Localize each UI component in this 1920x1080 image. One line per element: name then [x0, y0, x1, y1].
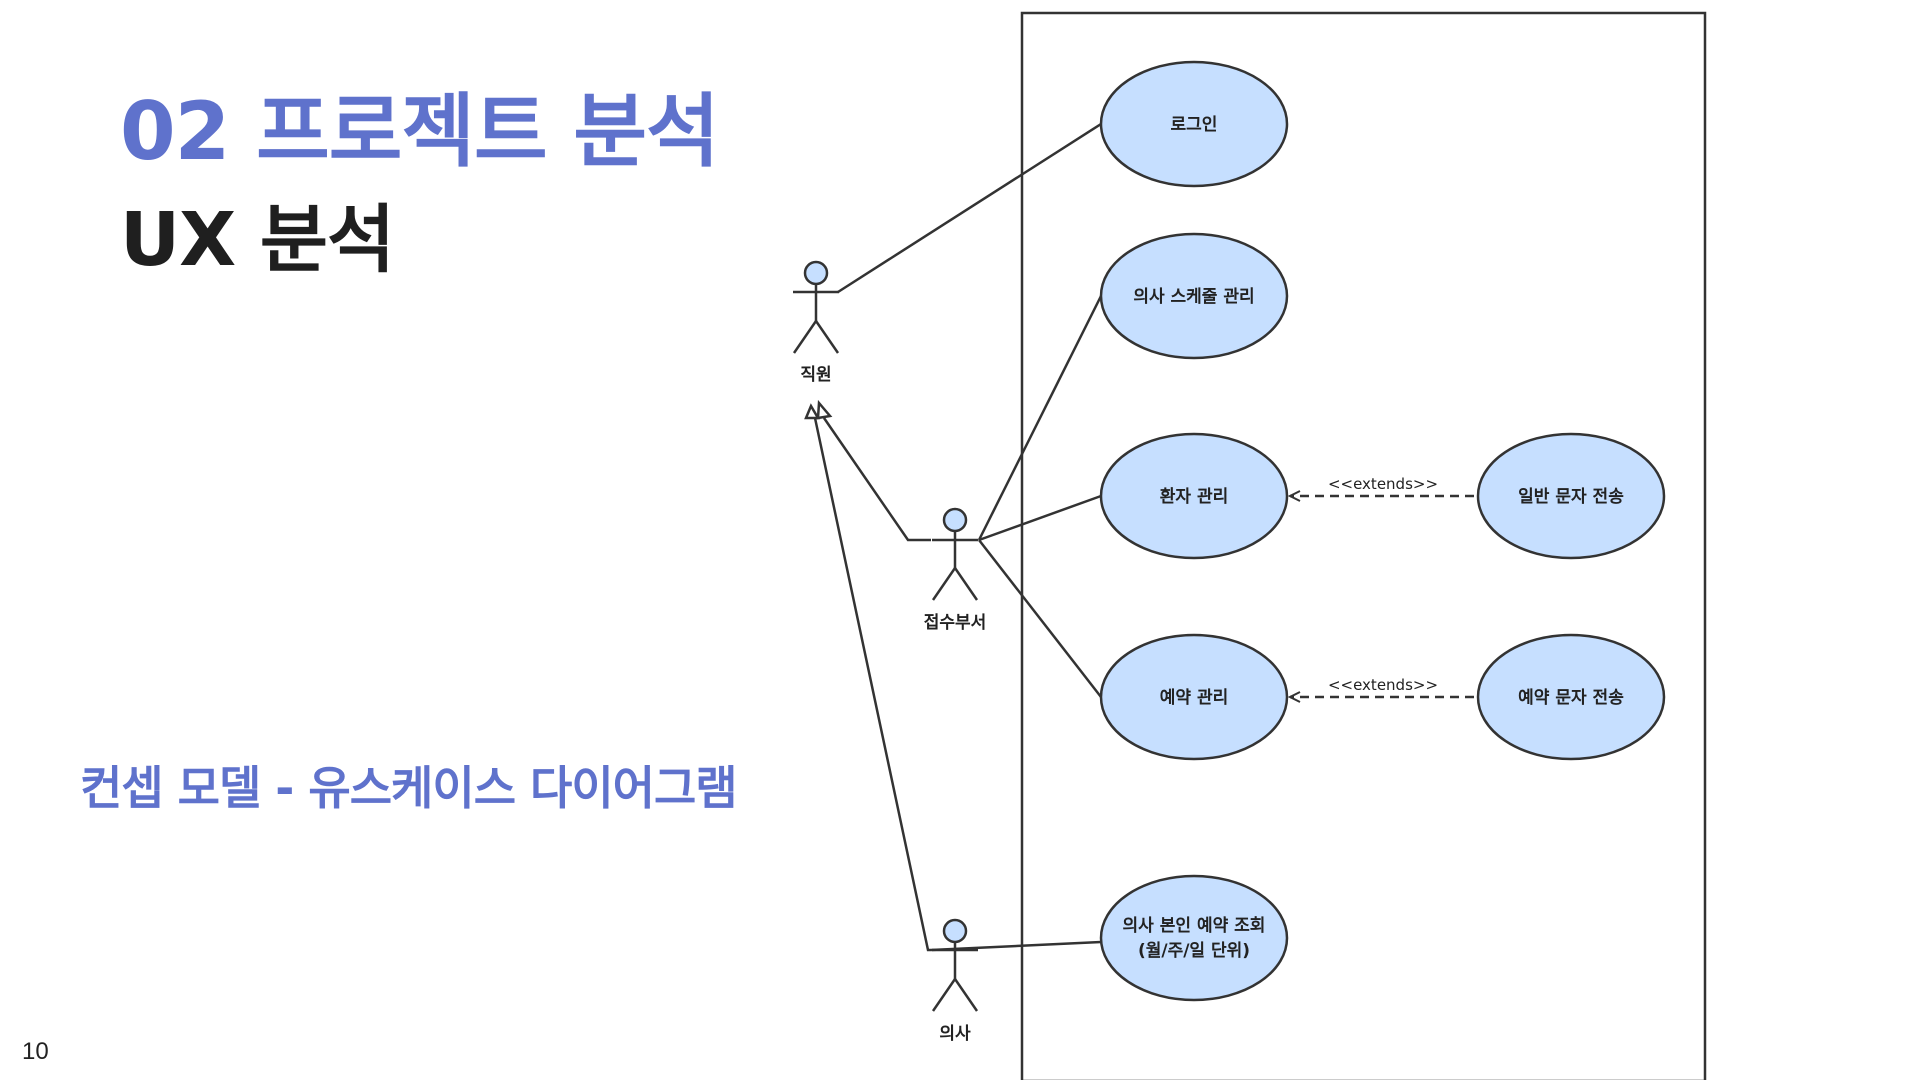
association-reception-patient — [978, 494, 1102, 542]
actor-label-staff: 직원 — [800, 365, 831, 385]
use-case-general-sms: 일반 문자 전송 — [1476, 432, 1666, 560]
use-case-reservation-manage: 예약 관리 — [1099, 633, 1289, 761]
use-case-label: 로그인 — [1171, 115, 1218, 135]
page-number: 10 — [22, 1038, 49, 1065]
use-case-label: 예약 관리 — [1160, 687, 1228, 708]
use-case-label: 예약 문자 전송 — [1518, 687, 1624, 708]
section-title: 02 프로젝트 분석 — [120, 85, 720, 178]
generalization-doctor-staff — [813, 417, 931, 952]
association-reception-schedule — [977, 295, 1103, 541]
generalization-arrowhead-2 — [804, 403, 821, 420]
extends-label-1: <<extends>> — [1328, 475, 1438, 493]
sub-title: UX 분석 — [120, 197, 395, 283]
use-case-doctor-own-reservation: 의사 본인 예약 조회 (월/주/일 단위) — [1099, 874, 1289, 1002]
system-boundary — [1020, 11, 1707, 1080]
use-case-label-line-2: (월/주/일 단위) — [1138, 941, 1250, 961]
use-case-label: 의사 스케줄 관리 — [1133, 287, 1254, 307]
use-case-label-line-1: 의사 본인 예약 조회 — [1123, 915, 1266, 936]
use-case-label: 일반 문자 전송 — [1518, 487, 1624, 507]
association-doctor-own-reservation — [930, 940, 1102, 952]
generalization-arrowhead-1 — [816, 399, 833, 420]
extends-label-2: <<extends>> — [1328, 676, 1438, 694]
use-case-patient-manage: 환자 관리 — [1099, 432, 1289, 560]
use-case-doctor-schedule: 의사 스케줄 관리 — [1099, 232, 1289, 360]
actor-doctor — [931, 918, 979, 1012]
actor-reception — [931, 507, 979, 601]
use-case-label: 환자 관리 — [1160, 487, 1228, 507]
diagram-caption: 컨셉 모델 - 유스케이스 다이어그램 — [80, 761, 738, 815]
association-staff-login — [837, 122, 1102, 294]
generalization-reception-staff — [822, 417, 931, 542]
actor-label-reception: 접수부서 — [924, 613, 987, 633]
association-reception-reservation — [978, 539, 1102, 698]
actor-label-doctor: 의사 — [939, 1024, 971, 1044]
use-case-login: 로그인 — [1099, 60, 1289, 188]
actor-staff — [792, 260, 840, 354]
use-case-reservation-sms: 예약 문자 전송 — [1476, 633, 1666, 761]
